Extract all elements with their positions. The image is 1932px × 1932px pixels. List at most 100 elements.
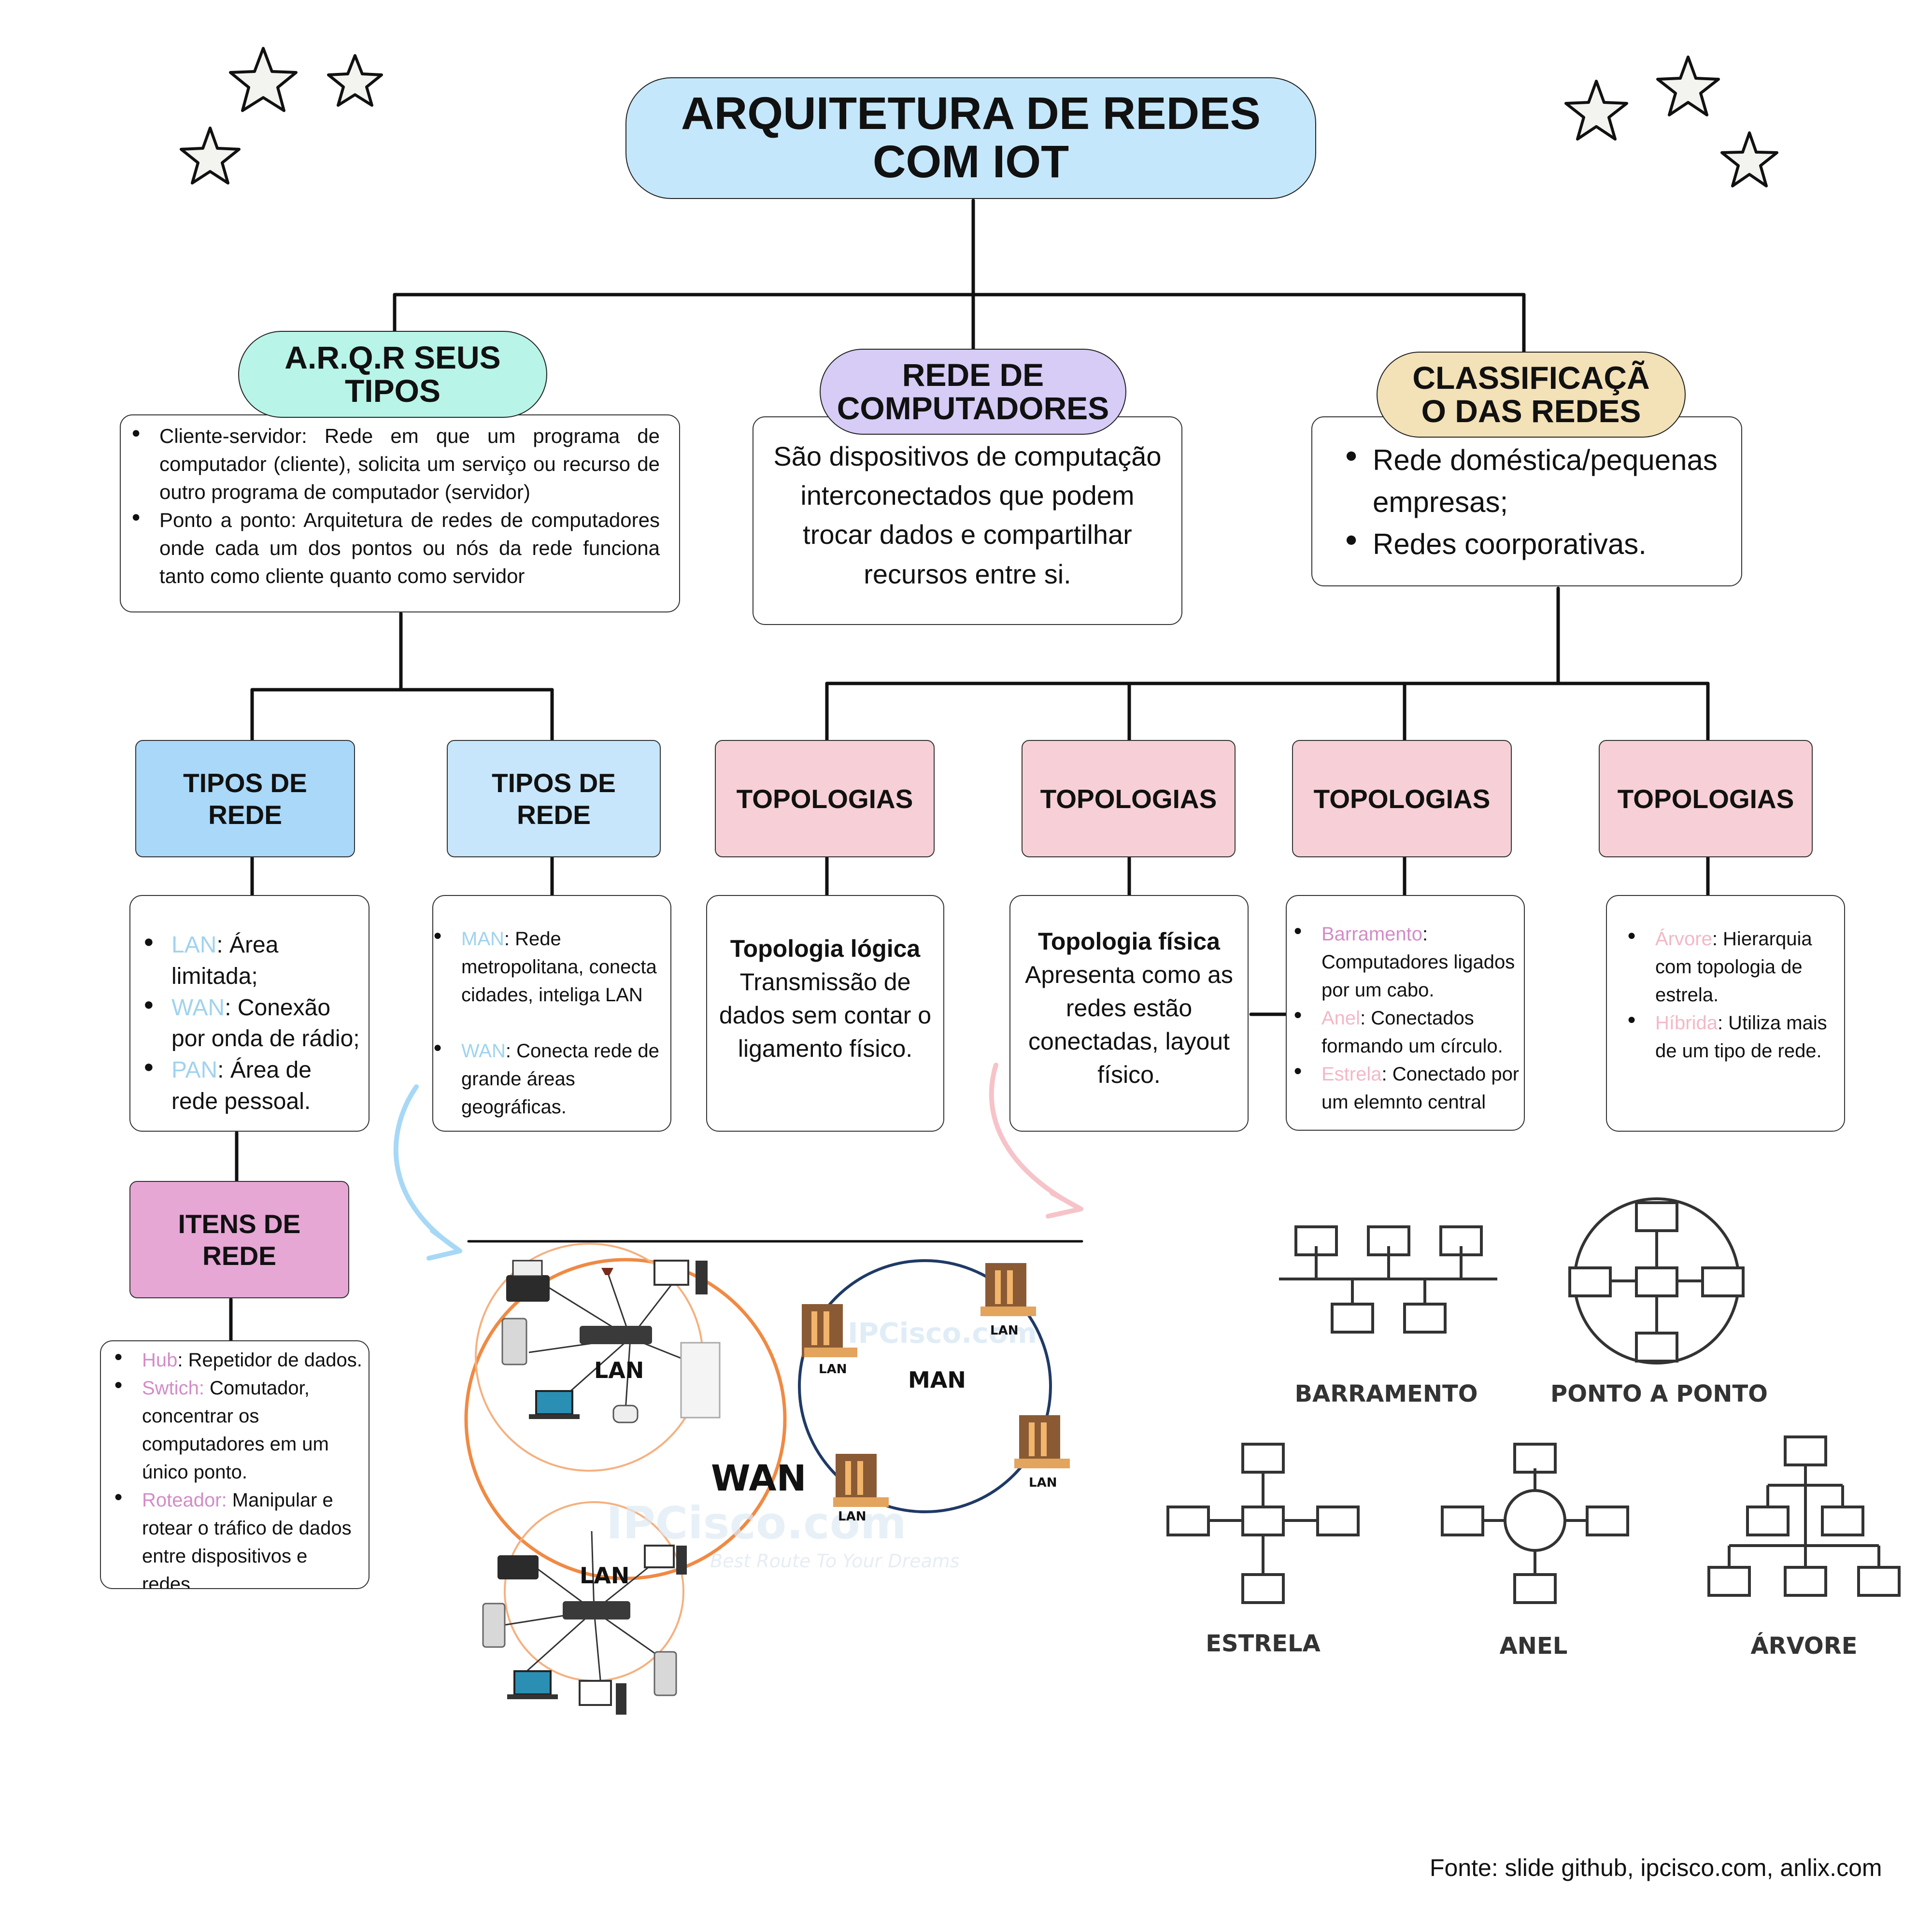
topologias-heading-text: TOPOLOGIAS bbox=[1040, 783, 1217, 814]
term-label: Árvore bbox=[1655, 928, 1712, 950]
term-label: Anel bbox=[1321, 1008, 1361, 1029]
itens-box: Hub: Repetidor de dados. Swtich: Comutad… bbox=[100, 1340, 369, 1589]
term-label: Hub bbox=[142, 1350, 178, 1371]
star-icon bbox=[180, 127, 241, 185]
arrow-pink-icon bbox=[1046, 1191, 1083, 1219]
term-text: : Área limitada; bbox=[171, 932, 279, 989]
topologias-heading-text: TOPOLOGIAS bbox=[1313, 783, 1491, 814]
main-title: ARQUITETURA DE REDES COM IOT bbox=[625, 77, 1316, 199]
wan-label: WAN bbox=[711, 1458, 807, 1499]
term-label: WAN bbox=[461, 1040, 506, 1062]
term-text: : Conecta rede de grande áreas geográfic… bbox=[461, 1040, 659, 1118]
term-label: Ponto a ponto: bbox=[159, 508, 297, 531]
list-item-text: Rede doméstica/pequenas empresas; bbox=[1373, 444, 1718, 518]
star-icon bbox=[327, 54, 383, 107]
bus-topology-icon bbox=[1279, 1225, 1497, 1334]
server-icon bbox=[482, 1603, 506, 1648]
term-text: : Área de rede pessoal. bbox=[171, 1057, 312, 1114]
connector-lines bbox=[229, 199, 1710, 1344]
arvore-label: ÁRVORE bbox=[1750, 1633, 1858, 1660]
classificacao-list: Rede doméstica/pequenas empresas; Redes … bbox=[1345, 439, 1736, 565]
list-item: Swtich: Comutador, concentrar os computa… bbox=[114, 1374, 365, 1486]
term-label: Híbrida bbox=[1655, 1012, 1718, 1034]
building-icon bbox=[802, 1304, 857, 1357]
tipos1-box: LAN: Área limitada; WAN: Conexão por ond… bbox=[129, 895, 369, 1132]
switch-icon bbox=[563, 1601, 630, 1619]
arqr-heading-text: A.R.Q.R SEUS TIPOS bbox=[284, 339, 501, 409]
main-title-text: ARQUITETURA DE REDES COM IOT bbox=[681, 88, 1261, 187]
list-item: MAN: Rede metropolitana, conecta cidades… bbox=[433, 925, 664, 1009]
term-label: Cliente-servidor: bbox=[159, 425, 307, 447]
itens-heading: ITENS DE REDE bbox=[129, 1181, 349, 1298]
switch-icon bbox=[580, 1326, 652, 1344]
lamp-icon bbox=[601, 1268, 613, 1275]
building-icon bbox=[833, 1454, 889, 1507]
laptop-icon bbox=[513, 1670, 552, 1695]
desktop-icon bbox=[644, 1545, 675, 1568]
term-text: : Conectado por um elemnto central bbox=[1321, 1064, 1520, 1113]
man-ring bbox=[798, 1259, 1052, 1513]
network-illustration: IPCisco.com IPCisco.com bbox=[464, 1243, 1070, 1715]
list-item: Estrela: Conectado por um elemnto centra… bbox=[1293, 1060, 1521, 1116]
camera-icon bbox=[612, 1405, 639, 1423]
star-icon bbox=[1656, 56, 1720, 116]
topologias-heading-2: TOPOLOGIAS bbox=[1022, 740, 1236, 857]
topologia-fisica-text: Apresenta como as redes estão conectadas… bbox=[1025, 961, 1233, 1088]
list-item: Hub: Repetidor de dados. bbox=[114, 1346, 365, 1374]
term-label: Roteador: bbox=[142, 1490, 227, 1511]
topologia-logica-title: Topologia lógica bbox=[730, 935, 921, 962]
source-footer-text: Fonte: slide github, ipcisco.com, anlix.… bbox=[1430, 1854, 1882, 1881]
topologias-heading-3: TOPOLOGIAS bbox=[1292, 740, 1512, 857]
star-icon bbox=[1720, 131, 1778, 187]
list-item: Anel: Conectados formando um círculo. bbox=[1293, 1004, 1521, 1060]
arqr-box: Cliente-servidor: Rede em que um program… bbox=[120, 414, 680, 612]
star-icon bbox=[229, 47, 298, 112]
lan-label-building: LAN bbox=[990, 1323, 1019, 1338]
tree-topology-icon bbox=[1707, 1435, 1901, 1597]
list-item: Ponto a ponto: Arquitetura de redes de c… bbox=[131, 506, 660, 590]
list-item: Rede doméstica/pequenas empresas; bbox=[1345, 439, 1736, 523]
topologia-logica-box: Topologia lógica Transmissão de dados se… bbox=[706, 895, 944, 1132]
itens-list: Hub: Repetidor de dados. Swtich: Comutad… bbox=[114, 1346, 365, 1588]
server-icon bbox=[501, 1318, 527, 1365]
list-item: Barramento: Computadores ligados por um … bbox=[1293, 920, 1521, 1004]
list-item: Roteador: Manipular e rotear o tráfico d… bbox=[114, 1486, 365, 1588]
lan-label-bottom: LAN bbox=[580, 1563, 630, 1589]
desktop-icon bbox=[579, 1680, 612, 1706]
topologias-heading-1: TOPOLOGIAS bbox=[715, 740, 935, 857]
topologias-heading-text: TOPOLOGIAS bbox=[1617, 783, 1794, 814]
topologias-arvore-box: Árvore: Hierarquia com topologia de estr… bbox=[1606, 895, 1845, 1132]
server-icon bbox=[653, 1651, 677, 1696]
tipos1-heading: TIPOS DE REDE bbox=[135, 740, 355, 857]
list-item: Redes coorporativas. bbox=[1345, 523, 1736, 565]
tipos1-heading-text: TIPOS DE REDE bbox=[183, 767, 307, 830]
term-label: Estrela bbox=[1321, 1064, 1382, 1085]
source-footer: Fonte: slide github, ipcisco.com, anlix.… bbox=[1430, 1854, 1882, 1882]
topologia-logica-text: Transmissão de dados sem contar o ligame… bbox=[719, 968, 932, 1062]
topologias-heading-text: TOPOLOGIAS bbox=[736, 783, 913, 814]
tipos2-box: MAN: Rede metropolitana, conecta cidades… bbox=[432, 895, 671, 1132]
printer-icon bbox=[506, 1275, 550, 1302]
term-label: PAN bbox=[171, 1057, 218, 1083]
classificacao-heading-text: CLASSIFICAÇÃ O DAS REDES bbox=[1412, 359, 1650, 429]
star-icons bbox=[180, 47, 1778, 187]
lan-label-top: LAN bbox=[594, 1357, 644, 1383]
watermark-tagline: Best Route To Your Dreams bbox=[710, 1550, 960, 1572]
rede-heading-text: REDE DE COMPUTADORES bbox=[837, 356, 1109, 426]
arrow-blue-icon bbox=[426, 1228, 462, 1261]
term-label: LAN bbox=[171, 932, 217, 958]
arqr-heading: A.R.Q.R SEUS TIPOS bbox=[238, 331, 547, 418]
list-item: Cliente-servidor: Rede em que um program… bbox=[131, 422, 660, 506]
anel-label: ANEL bbox=[1499, 1633, 1568, 1660]
ponto-a-ponto-label: PONTO A PONTO bbox=[1550, 1380, 1768, 1407]
barramento-label: BARRAMENTO bbox=[1294, 1380, 1478, 1407]
topologia-fisica-title: Topologia física bbox=[1038, 928, 1220, 955]
wan-ring bbox=[464, 1258, 787, 1580]
list-item: Híbrida: Utiliza mais de um tipo de rede… bbox=[1627, 1009, 1837, 1065]
star-topology-icon bbox=[1166, 1443, 1360, 1604]
topologia-fisica-box: Topologia física Apresenta como as redes… bbox=[1009, 895, 1249, 1132]
term-text: : Repetidor de dados. bbox=[177, 1350, 362, 1371]
rede-heading: REDE DE COMPUTADORES bbox=[820, 349, 1126, 435]
term-label: WAN bbox=[171, 994, 225, 1021]
